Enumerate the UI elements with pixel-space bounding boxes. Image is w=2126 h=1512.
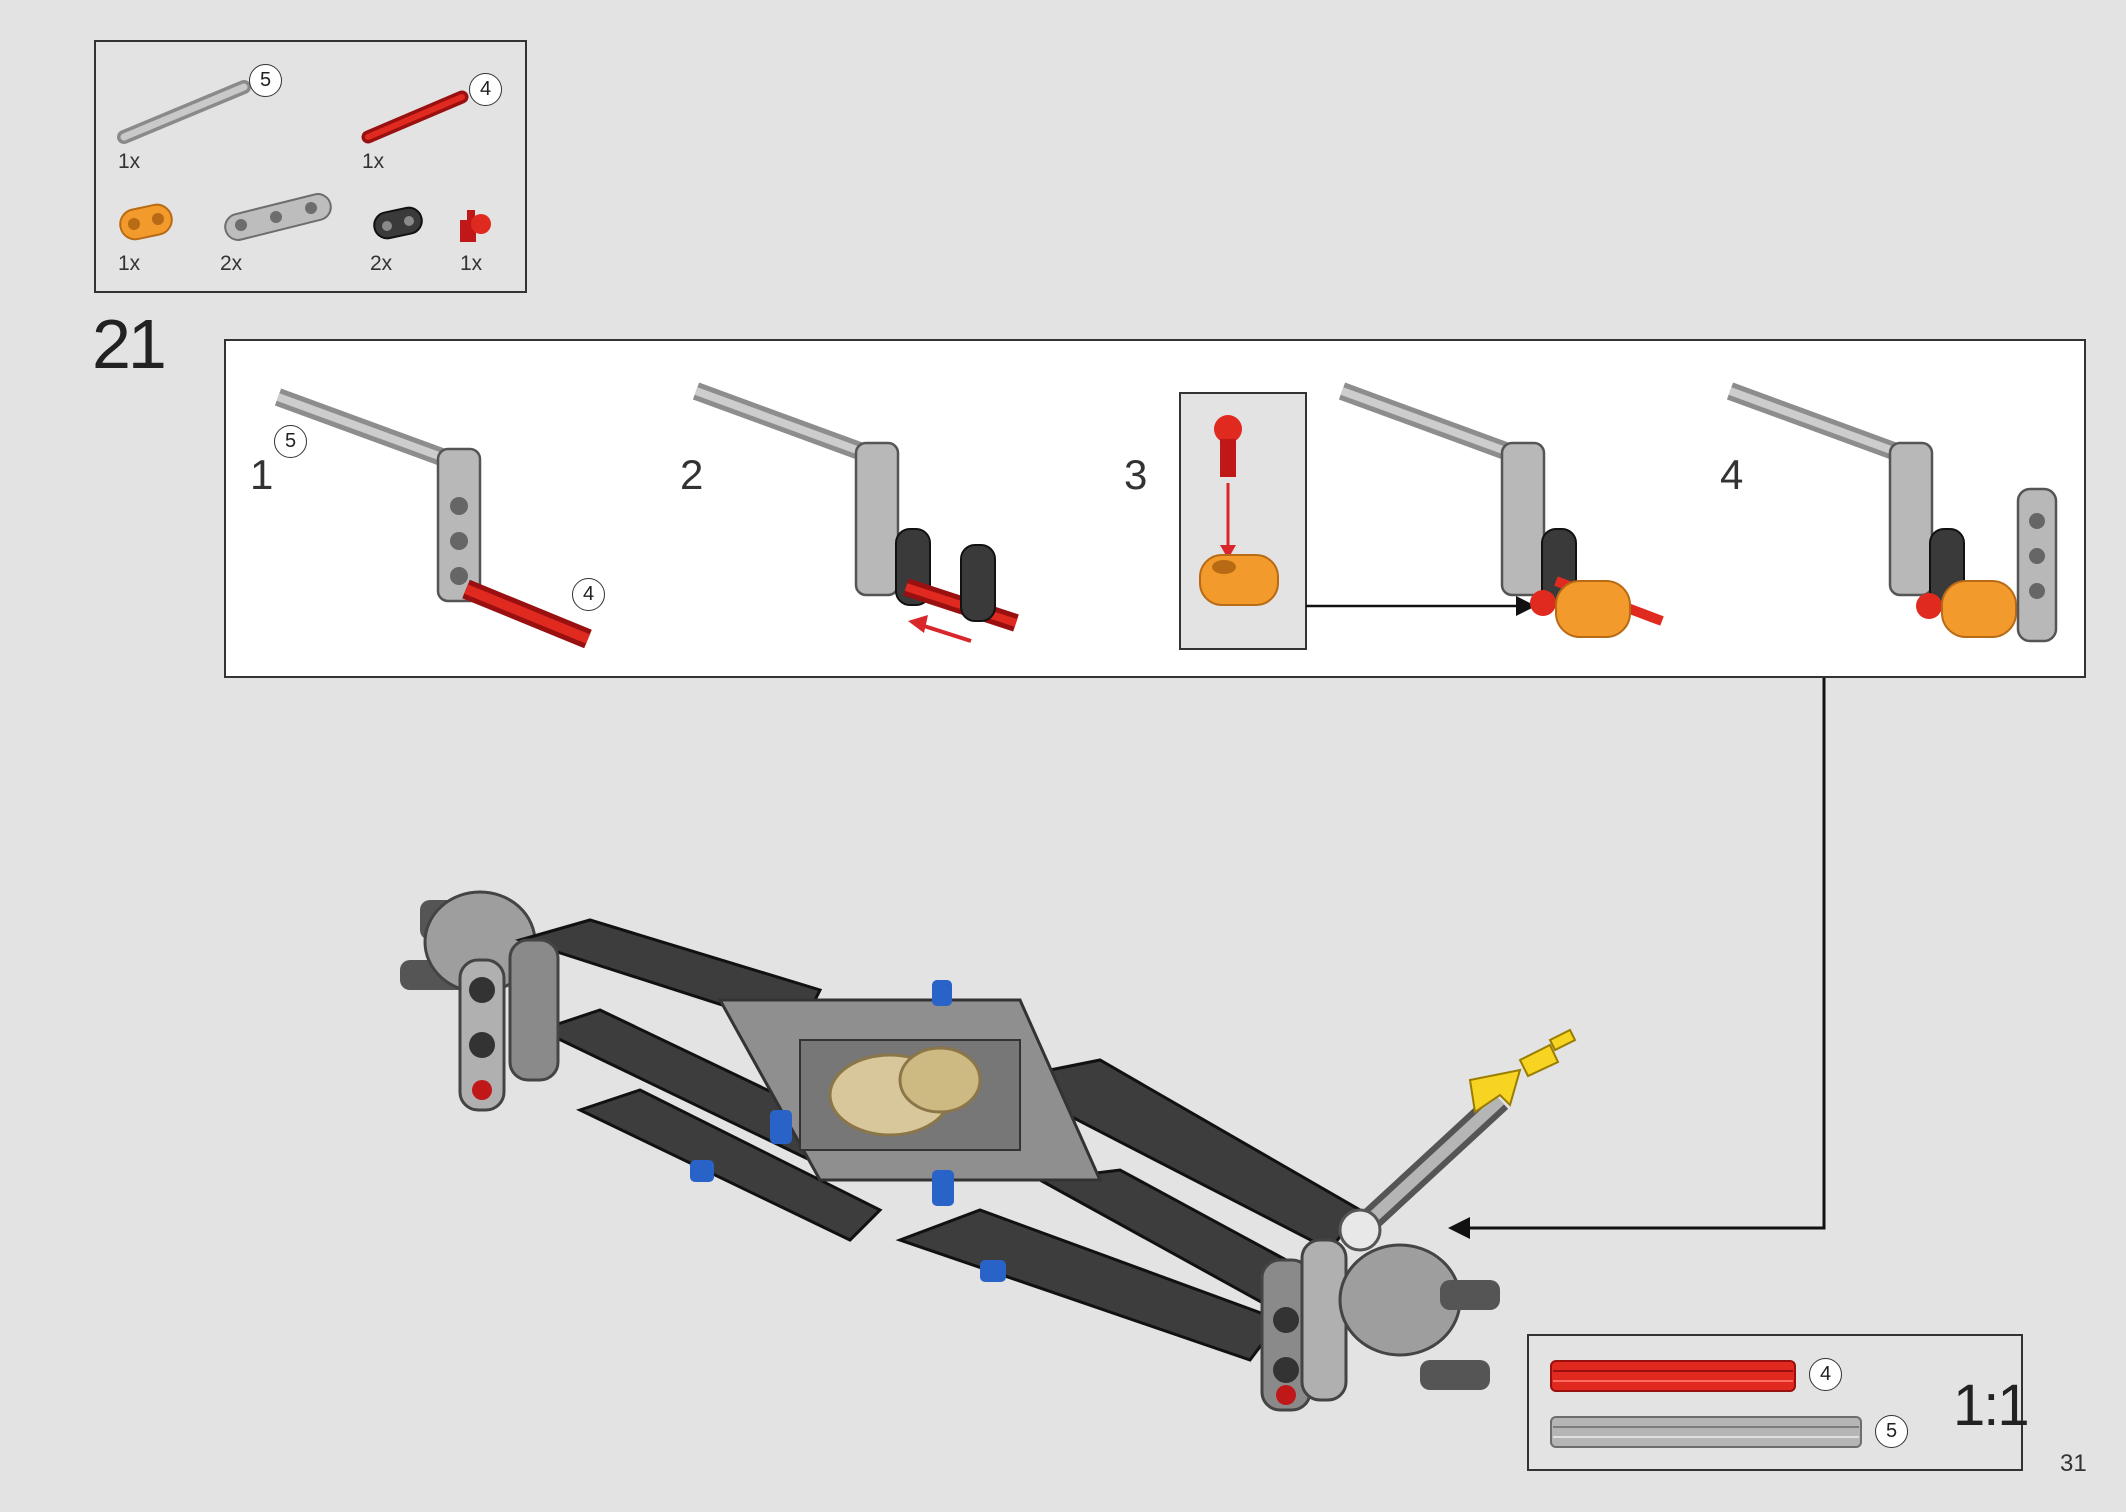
substep-number: 2	[680, 451, 704, 498]
part-quantity: 2x	[220, 252, 243, 275]
length-callout: 5	[249, 64, 282, 97]
substep-number: 1	[250, 451, 274, 498]
substep-1-assembly	[274, 388, 592, 649]
arrow-icon	[1448, 1217, 1470, 1239]
scale-axles	[1550, 1360, 1862, 1448]
subassembly-box: 1 2 3 4 5 4	[224, 339, 2086, 678]
grey-axle-icon	[117, 80, 251, 144]
substep-3-inset	[1179, 392, 1536, 650]
substep-number: 3	[1124, 451, 1148, 498]
part-quantity: 1x	[362, 150, 385, 173]
substep-3-assembly	[1338, 382, 1664, 638]
scale-reference-box: 4 5 1:1	[1527, 1334, 2030, 1471]
substep-2-assembly	[692, 382, 1019, 643]
step-number: 21	[92, 305, 167, 383]
length-callout: 5	[274, 425, 307, 458]
part-quantity: 2x	[370, 252, 393, 275]
part-quantity: 1x	[460, 252, 483, 275]
substep-illustrations	[274, 382, 2058, 650]
red-pin-icon	[460, 210, 491, 242]
length-callout: 5	[1875, 1415, 1908, 1448]
parts-list-box: 5 4 1x 1x 1x 2x 2x 1x	[94, 40, 527, 293]
main-model-illustration	[400, 890, 1577, 1412]
yellow-insert-arrow-icon	[1468, 1028, 1577, 1114]
length-callout: 4	[469, 73, 502, 106]
scale-ratio: 1:1	[1953, 1373, 2030, 1438]
red-axle-icon	[1550, 1360, 1796, 1392]
part-quantity: 1x	[118, 150, 141, 173]
substep-number: 4	[1720, 451, 1744, 498]
arrow-icon	[1516, 596, 1536, 616]
black-liftarm-icon	[373, 206, 423, 240]
substep-4-assembly	[1726, 382, 2058, 643]
page-number: 31	[2060, 1450, 2087, 1477]
red-arrow-icon	[908, 615, 928, 633]
orange-liftarm-icon	[119, 203, 173, 241]
part-quantity: 1x	[118, 252, 141, 275]
grey-liftarm-icon	[224, 193, 332, 241]
red-axle-icon	[361, 90, 469, 144]
grey-axle-icon	[1550, 1416, 1862, 1448]
length-callout: 4	[572, 578, 605, 611]
parts-list-illustrations	[117, 80, 491, 242]
length-callout: 4	[1809, 1358, 1842, 1391]
